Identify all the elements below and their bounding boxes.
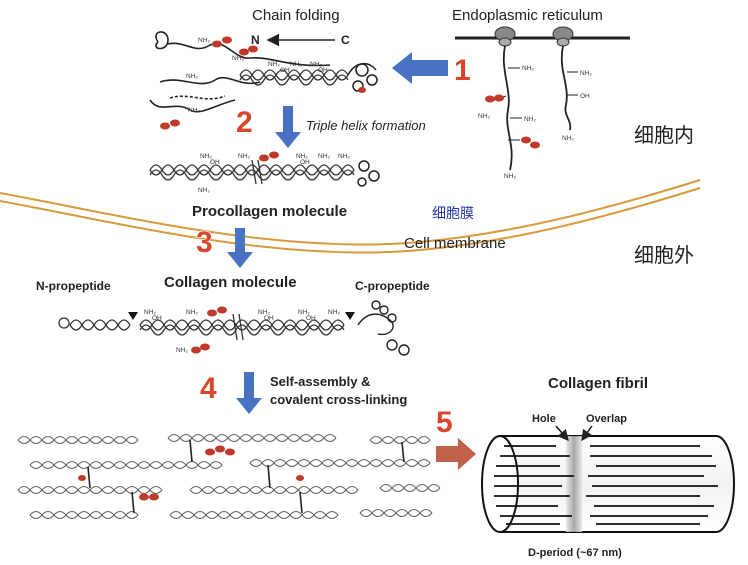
fold-nh2-6: NH₂ bbox=[310, 61, 322, 68]
er-membrane bbox=[455, 26, 630, 47]
er-nh2-3: NH₂ bbox=[524, 116, 536, 123]
procollagen-helix bbox=[149, 159, 355, 185]
col-nh2-1: NH₂ bbox=[144, 309, 156, 316]
procollagen-label: Procollagen molecule bbox=[192, 203, 347, 220]
er-oh-1: OH bbox=[580, 93, 590, 100]
col-nh2-2: NH₂ bbox=[186, 309, 198, 316]
chain-folding-label: Chain folding bbox=[252, 7, 340, 24]
n-terminus-label: N bbox=[251, 33, 260, 47]
step-3-number: 3 bbox=[196, 226, 213, 259]
nascent-chains bbox=[502, 45, 572, 171]
er-nh2-1: NH₂ bbox=[522, 65, 534, 72]
pro-oh-1: OH bbox=[210, 159, 220, 166]
self-assembly-label-1: Self-assembly & bbox=[270, 374, 370, 389]
fold-nh2-5: NH₂ bbox=[290, 61, 302, 68]
hole-pointer bbox=[555, 425, 569, 442]
n-propeptide-label: N-propeptide bbox=[36, 279, 111, 293]
col-oh-1: OH bbox=[152, 315, 162, 322]
pro-nh2-5: NH₂ bbox=[338, 153, 350, 160]
fold-nh2-3: NH₂ bbox=[186, 73, 198, 80]
membrane-cn-label: 细胞膜 bbox=[432, 206, 474, 222]
step5-arrow bbox=[436, 438, 476, 470]
er-glycosylation-dots bbox=[485, 94, 540, 149]
step2-arrow bbox=[275, 106, 301, 148]
step1-arrow bbox=[392, 52, 448, 84]
er-nh2-4: NH₂ bbox=[504, 173, 516, 180]
col-nh2-4: NH₂ bbox=[298, 309, 310, 316]
fold-nh2-2: NH₂ bbox=[232, 55, 244, 62]
er-nh2-5: NH₂ bbox=[580, 70, 592, 77]
c-terminus-label: C bbox=[341, 33, 350, 47]
overlap-label: Overlap bbox=[586, 413, 627, 425]
fold-nh2-7: NH₂ bbox=[188, 107, 200, 114]
step-1-number: 1 bbox=[454, 54, 471, 87]
membrane-en-label: Cell membrane bbox=[404, 235, 506, 252]
folding-chains bbox=[149, 31, 331, 113]
folding-c-globule bbox=[347, 63, 378, 92]
fibril-striations bbox=[494, 445, 718, 525]
er-label: Endoplasmic reticulum bbox=[452, 7, 603, 24]
step4-arrow bbox=[236, 372, 262, 414]
folding-glyco-dots bbox=[160, 36, 366, 130]
fold-oh-2: OH bbox=[318, 67, 328, 74]
col-nh2-5: NH₂ bbox=[328, 309, 340, 316]
n-propeptide-helix bbox=[58, 317, 131, 331]
intracellular-label: 细胞内 bbox=[634, 123, 694, 147]
assembly-glyco-dots bbox=[78, 445, 304, 501]
fold-oh-1: OH bbox=[280, 67, 290, 74]
self-assembly-label-2: covalent cross-linking bbox=[270, 392, 407, 407]
collagen-fibril-label: Collagen fibril bbox=[548, 375, 648, 392]
pro-nh2-3: NH₂ bbox=[296, 153, 308, 160]
procollagen-c-globule bbox=[357, 160, 380, 187]
d-period-label: D-period (~67 nm) bbox=[528, 547, 622, 559]
step-4-number: 4 bbox=[200, 372, 217, 405]
overlap-pointer bbox=[581, 425, 593, 442]
n-cleavage-marker bbox=[128, 312, 138, 320]
hole-label: Hole bbox=[532, 413, 556, 425]
collagen-fibril bbox=[481, 435, 735, 533]
extracellular-label: 细胞外 bbox=[634, 243, 694, 267]
er-nh2-2: NH₂ bbox=[478, 113, 490, 120]
collagen-molecule-label: Collagen molecule bbox=[164, 274, 297, 291]
step3-arrow bbox=[227, 228, 253, 268]
pro-nh2-1: NH₂ bbox=[200, 153, 212, 160]
pro-oh-2: OH bbox=[300, 159, 310, 166]
pro-nh2-6: NH₂ bbox=[198, 187, 210, 194]
fold-nh2-1: NH₂ bbox=[198, 37, 210, 44]
step-5-number: 5 bbox=[436, 406, 453, 439]
c-cleavage-marker bbox=[345, 312, 355, 320]
col-oh-2: OH bbox=[264, 315, 274, 322]
procollagen-glyco-dots bbox=[259, 151, 279, 162]
cross-links bbox=[87, 439, 405, 514]
col-nh2-3: NH₂ bbox=[258, 309, 270, 316]
col-oh-3: OH bbox=[306, 315, 316, 322]
triple-helix-label: Triple helix formation bbox=[306, 118, 426, 133]
c-propeptide-globule bbox=[357, 300, 410, 356]
er-nh2-6: NH₂ bbox=[562, 135, 574, 142]
fold-nh2-4: NH₂ bbox=[268, 61, 280, 68]
col-nh2-6: NH₂ bbox=[176, 347, 188, 354]
cell-membrane bbox=[0, 179, 701, 254]
collagen-molecule-helix bbox=[139, 313, 345, 341]
pro-nh2-4: NH₂ bbox=[318, 153, 330, 160]
assembled-molecules bbox=[17, 433, 441, 520]
c-propeptide-label: C-propeptide bbox=[355, 279, 430, 293]
step-2-number: 2 bbox=[236, 106, 253, 139]
folding-helix bbox=[239, 69, 349, 86]
pro-nh2-2: NH₂ bbox=[238, 153, 250, 160]
collagen-glyco-dots bbox=[191, 306, 227, 354]
